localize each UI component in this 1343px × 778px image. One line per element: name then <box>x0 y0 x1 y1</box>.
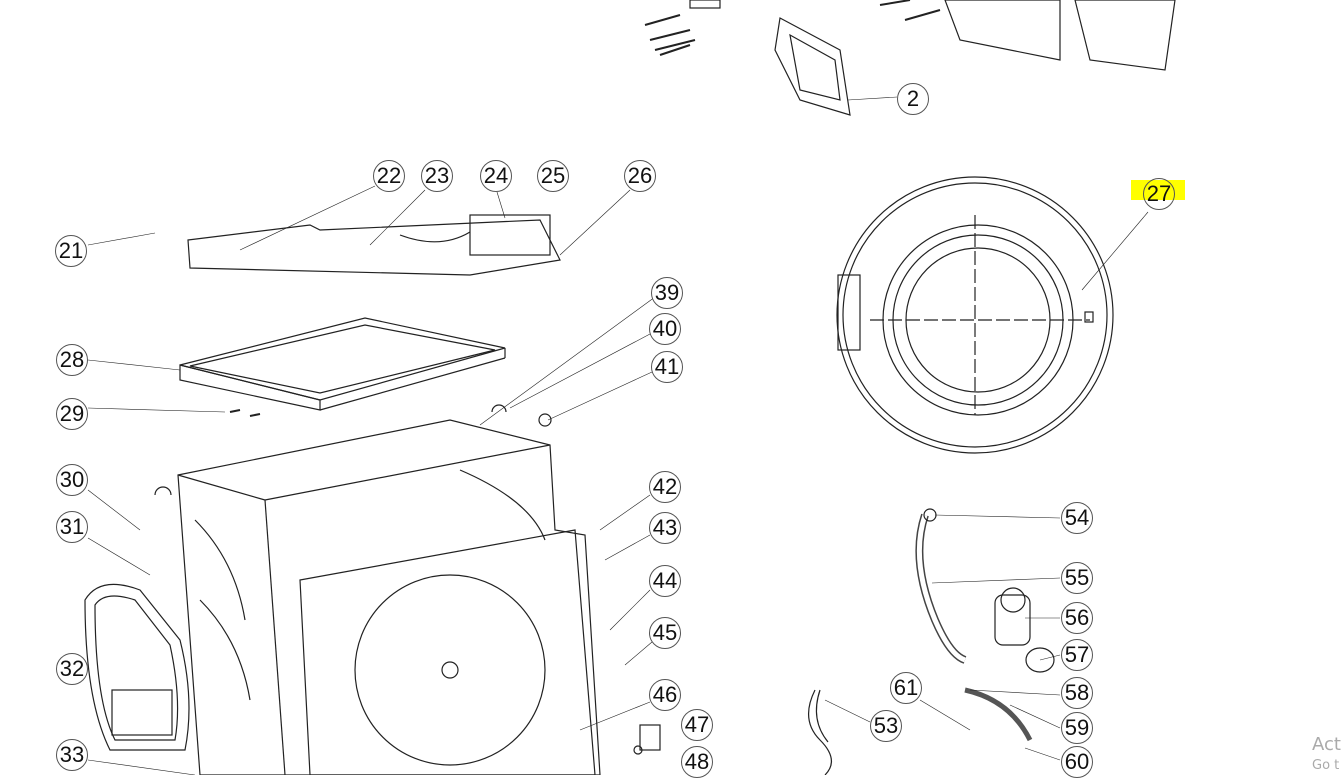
callout-2[interactable]: 2 <box>897 83 929 115</box>
callout-43[interactable]: 43 <box>649 512 681 544</box>
callout-56[interactable]: 56 <box>1061 602 1093 634</box>
callout-60[interactable]: 60 <box>1061 746 1093 778</box>
screws-top <box>644 0 941 56</box>
callout-31[interactable]: 31 <box>56 511 88 543</box>
top-right-fragments <box>944 0 1176 71</box>
callout-55[interactable]: 55 <box>1061 562 1093 594</box>
power-cord <box>808 689 832 775</box>
callout-21[interactable]: 21 <box>55 235 87 267</box>
dispenser-assembly <box>187 214 561 276</box>
callout-47[interactable]: 47 <box>681 709 713 741</box>
callout-39[interactable]: 39 <box>651 277 683 309</box>
cabinet <box>177 419 601 775</box>
callout-40[interactable]: 40 <box>649 313 681 345</box>
callout-26[interactable]: 26 <box>624 160 656 192</box>
activate-windows-watermark: Act <box>1312 734 1341 755</box>
callout-58[interactable]: 58 <box>1061 677 1093 709</box>
callout-25[interactable]: 25 <box>537 160 569 192</box>
callout-45[interactable]: 45 <box>649 617 681 649</box>
callout-48[interactable]: 48 <box>681 746 713 778</box>
callout-46[interactable]: 46 <box>649 679 681 711</box>
callout-33[interactable]: 33 <box>56 739 88 771</box>
door-assembly <box>836 176 1114 454</box>
callout-59[interactable]: 59 <box>1061 712 1093 744</box>
drain-hose <box>915 513 967 664</box>
callout-24[interactable]: 24 <box>480 160 512 192</box>
callout-30[interactable]: 30 <box>56 464 88 496</box>
part-2-bracket <box>774 17 851 116</box>
callout-29[interactable]: 29 <box>56 398 88 430</box>
callout-23[interactable]: 23 <box>421 160 453 192</box>
callout-22[interactable]: 22 <box>373 160 405 192</box>
callout-28[interactable]: 28 <box>56 344 88 376</box>
pump <box>994 587 1055 673</box>
callout-57[interactable]: 57 <box>1061 639 1093 671</box>
callout-44[interactable]: 44 <box>649 565 681 597</box>
callout-32[interactable]: 32 <box>56 653 88 685</box>
callout-27[interactable]: 27 <box>1143 178 1175 210</box>
callout-61[interactable]: 61 <box>890 672 922 704</box>
activate-windows-subtext: Go t <box>1312 758 1340 773</box>
callout-53[interactable]: 53 <box>870 710 902 742</box>
callout-41[interactable]: 41 <box>651 351 683 383</box>
callout-42[interactable]: 42 <box>649 471 681 503</box>
door-gasket <box>84 583 190 751</box>
callout-54[interactable]: 54 <box>1061 502 1093 534</box>
top-cover <box>179 317 506 411</box>
